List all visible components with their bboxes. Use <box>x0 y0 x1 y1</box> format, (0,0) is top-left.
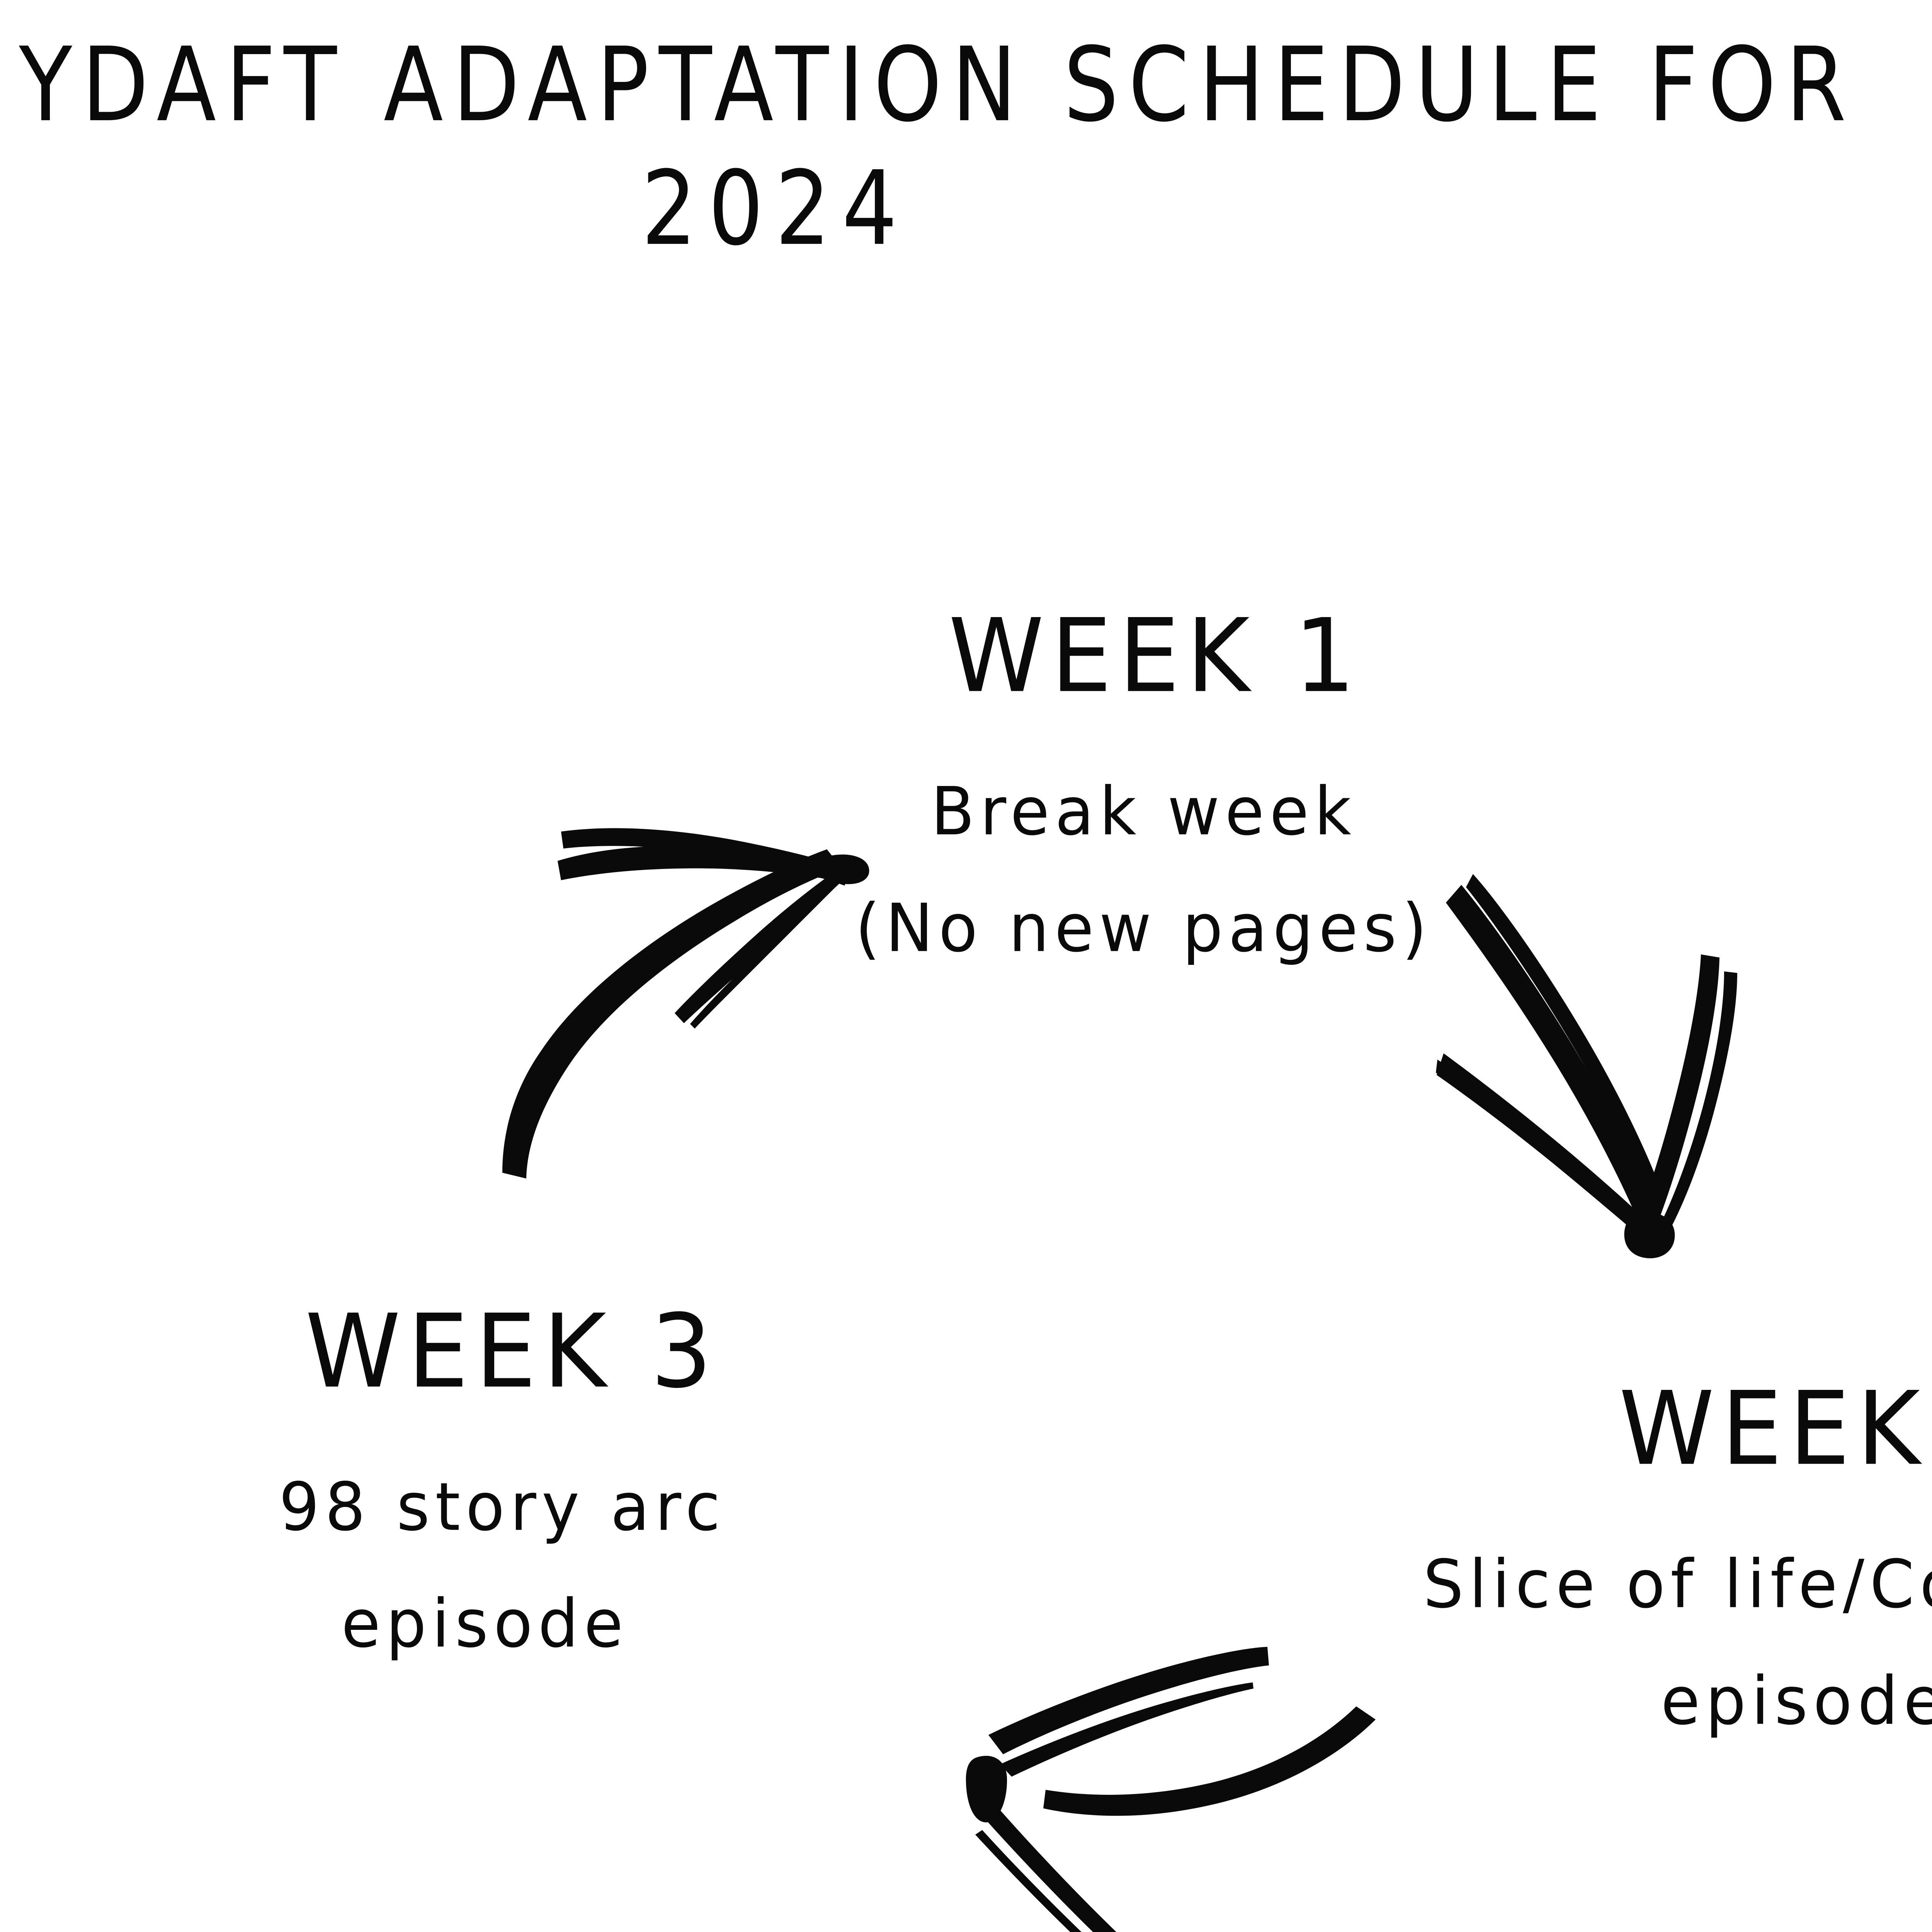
week-3-heading: WEEK 3 <box>305 1292 719 1411</box>
curved-arrow-icon-week2-to-week3 <box>966 1647 1376 1932</box>
cycle-node-week-2[interactable]: WEEK 2 Slice of life/Comedic episode <box>1325 1369 1932 1740</box>
week-2-heading: WEEK 2 <box>1619 1369 1932 1488</box>
week-2-line-2: episode <box>1661 1662 1932 1740</box>
week-1-heading: WEEK 1 <box>948 597 1362 715</box>
page-title: YDAFT ADAPTATION SCHEDULE FOR 2024 <box>0 23 1932 270</box>
page-title-line-2: 2024 <box>641 149 909 268</box>
week-3-line-1: 98 story arc <box>279 1468 726 1546</box>
week-1-line-2: (No new pages) <box>855 889 1432 967</box>
page-title-line-1: YDAFT ADAPTATION SCHEDULE FOR <box>19 25 1856 145</box>
week-1-line-1: Break week <box>931 773 1357 850</box>
cycle-node-week-1[interactable]: WEEK 1 Break week (No new pages) <box>719 597 1569 967</box>
week-2-line-1: Slice of life/Comedic <box>1423 1546 1932 1623</box>
week-3-line-2: episode <box>341 1585 629 1662</box>
cycle-node-week-3[interactable]: WEEK 3 98 story arc episode <box>147 1296 881 1660</box>
